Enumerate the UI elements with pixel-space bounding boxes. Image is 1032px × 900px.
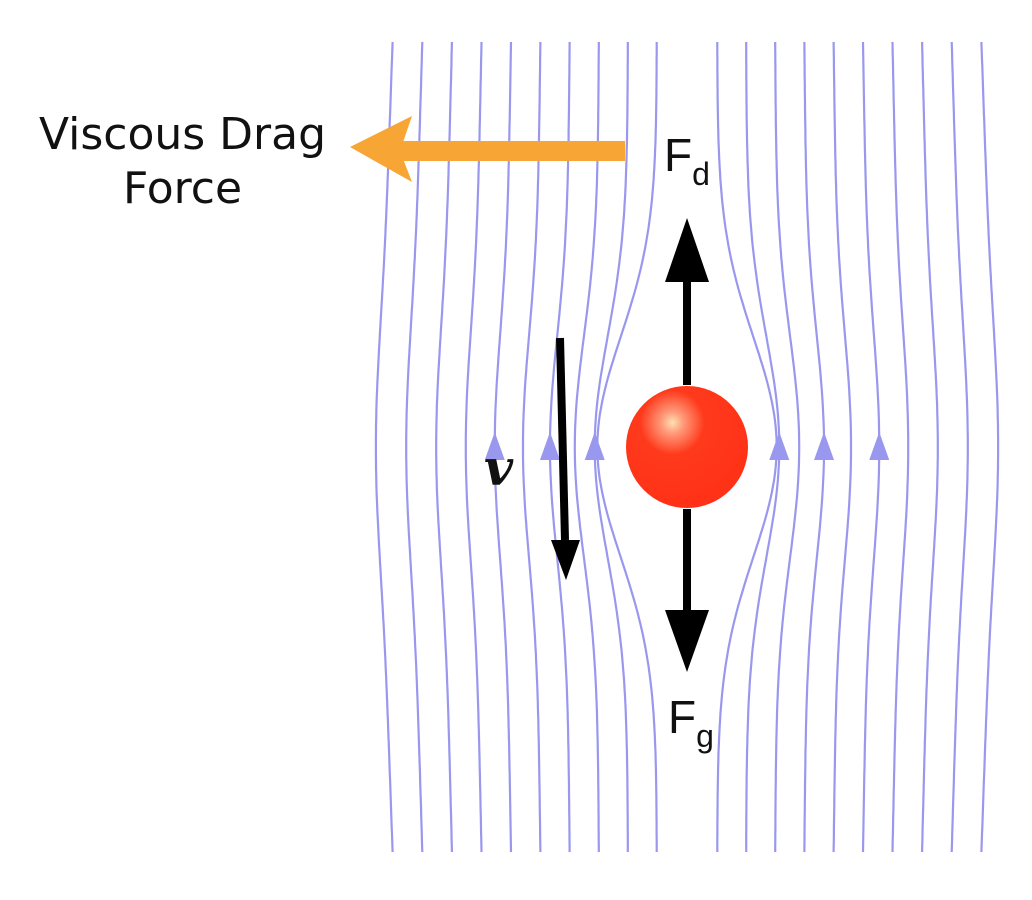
streamline: [405, 41, 424, 853]
flow-direction-arrow-icon: [769, 432, 790, 460]
streamline: [435, 41, 453, 853]
flow-direction-arrow-icon: [539, 432, 560, 460]
drag-force-arrow: [665, 218, 709, 385]
drag-force-label: Fd: [664, 128, 710, 193]
flow-direction-arrow-icon: [484, 432, 505, 460]
fg-subscript: g: [696, 718, 714, 754]
viscous-drag-arrow: [350, 116, 625, 182]
fd-symbol: F: [664, 129, 693, 181]
streamlines: [374, 41, 1000, 853]
streamline: [921, 41, 939, 853]
velocity-arrow: [551, 337, 580, 580]
streamline: [950, 41, 969, 853]
streamline: [374, 41, 394, 853]
streamline: [573, 42, 600, 852]
flow-direction-arrow-icon: [814, 432, 835, 460]
gravity-force-arrow: [665, 509, 709, 672]
viscous-drag-label-line1: Viscous Drag: [38, 109, 327, 160]
viscous-drag-label: Viscous Drag Force: [30, 108, 335, 216]
fd-subscript: d: [692, 156, 710, 192]
viscous-drag-label-line2: Force: [122, 163, 243, 214]
streamline: [521, 41, 542, 853]
streamline: [774, 42, 801, 852]
velocity-label: v: [484, 438, 514, 497]
streamline: [891, 41, 910, 853]
flow-direction-arrow-icon: [584, 432, 605, 460]
gravity-force-label: Fg: [668, 690, 714, 755]
flow-direction-arrow-icon: [869, 432, 890, 460]
streamline: [832, 41, 853, 853]
streamline: [464, 41, 483, 853]
falling-sphere: [626, 386, 748, 508]
fg-symbol: F: [668, 691, 697, 743]
streamline: [980, 41, 1000, 853]
